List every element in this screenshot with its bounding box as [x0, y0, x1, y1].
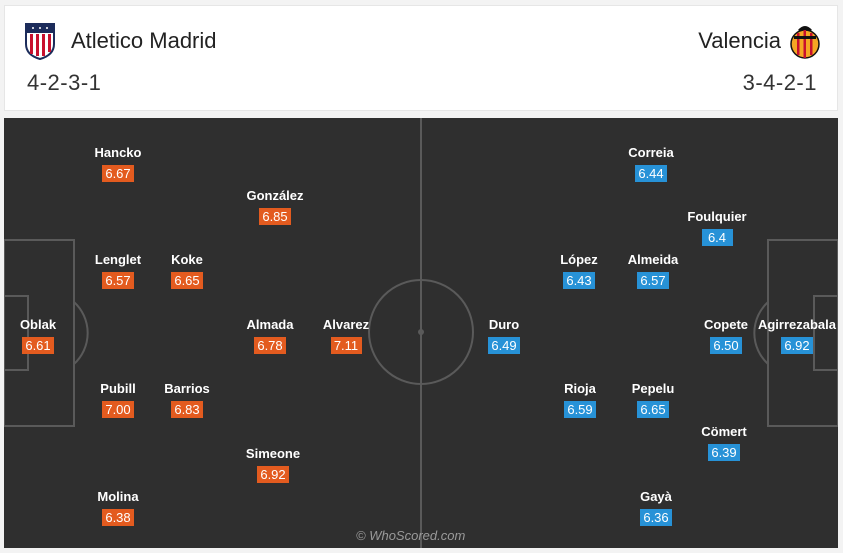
- player-rating: 7.11: [330, 337, 362, 354]
- player-name: Agirrezabala: [757, 317, 837, 332]
- player-name: Almeida: [627, 252, 679, 267]
- player-name: Cömert: [701, 424, 747, 439]
- player-home-10[interactable]: Simeone 6.92: [228, 445, 318, 483]
- player-home-5[interactable]: Molina 6.38: [73, 488, 163, 526]
- player-rating: 6.65: [171, 272, 203, 289]
- player-name: Simeone: [245, 446, 301, 461]
- player-away-10[interactable]: Rioja 6.59: [535, 380, 625, 418]
- player-name: Alvarez: [322, 317, 370, 332]
- player-name: Pepelu: [631, 381, 675, 396]
- player-rating: 6.61: [22, 337, 54, 354]
- valencia-crest-icon: [790, 26, 820, 59]
- player-away-3[interactable]: Copete 6.50: [681, 316, 771, 354]
- player-rating: 6.59: [564, 401, 596, 418]
- player-rating: 6.43: [563, 272, 595, 289]
- player-name: Rioja: [564, 381, 596, 396]
- player-home-6[interactable]: Koke 6.65: [142, 251, 232, 289]
- player-rating: 6.85: [259, 208, 291, 225]
- player-home-3[interactable]: Lenglet 6.57: [73, 251, 163, 289]
- player-home-2[interactable]: Hancko 6.67: [73, 144, 163, 182]
- atletico-crest-icon: [25, 23, 55, 60]
- player-away-2[interactable]: Foulquier 6.4: [672, 208, 762, 246]
- player-rating: 6.57: [637, 272, 669, 289]
- away-team-name[interactable]: Valencia: [698, 28, 781, 53]
- player-name: Almada: [246, 317, 294, 332]
- home-team-name[interactable]: Atletico Madrid: [71, 28, 217, 53]
- player-name: González: [246, 188, 304, 203]
- match-header: Atletico Madrid 4-2-3-1 Valencia 3-4-2-1: [4, 5, 838, 111]
- player-name: Foulquier: [687, 209, 747, 224]
- player-rating: 6.38: [102, 509, 134, 526]
- pitch: Oblak 6.61 Hancko 6.67 Lenglet 6.57 Pubi…: [4, 118, 838, 548]
- player-name: Copete: [703, 317, 749, 332]
- player-rating: 7.00: [102, 401, 134, 418]
- away-formation: 3-4-2-1: [742, 70, 817, 95]
- player-rating: 6.83: [171, 401, 203, 418]
- player-name: Barrios: [164, 381, 210, 396]
- player-rating: 6.65: [637, 401, 669, 418]
- player-away-1[interactable]: Agirrezabala 6.92: [752, 316, 838, 354]
- player-rating: 6.92: [257, 466, 289, 483]
- player-rating: 6.50: [710, 337, 742, 354]
- player-name: López: [560, 252, 598, 267]
- player-away-5[interactable]: Correia 6.44: [606, 144, 696, 182]
- player-home-7[interactable]: Barrios 6.83: [142, 380, 232, 418]
- player-name: Molina: [97, 489, 139, 504]
- player-rating: 6.92: [781, 337, 813, 354]
- player-home-9[interactable]: Almada 6.78: [225, 316, 315, 354]
- home-formation: 4-2-3-1: [27, 70, 102, 95]
- player-rating: 6.67: [102, 165, 134, 182]
- player-rating: 6.49: [488, 337, 520, 354]
- pitch-lines: [4, 118, 838, 548]
- player-away-4[interactable]: Cömert 6.39: [679, 423, 769, 461]
- player-away-7[interactable]: Pepelu 6.65: [608, 380, 698, 418]
- player-rating: 6.39: [708, 444, 740, 461]
- player-home-1[interactable]: Oblak 6.61: [4, 316, 83, 354]
- player-name: Oblak: [19, 317, 57, 332]
- player-name: Correia: [628, 145, 674, 160]
- player-away-11[interactable]: Duro 6.49: [459, 316, 549, 354]
- player-name: Duro: [488, 317, 520, 332]
- player-name: Gayà: [640, 489, 672, 504]
- player-home-11[interactable]: Alvarez 7.11: [301, 316, 391, 354]
- player-away-6[interactable]: Almeida 6.57: [608, 251, 698, 289]
- whoscored-watermark: © WhoScored.com: [356, 528, 466, 543]
- player-name: Lenglet: [94, 252, 142, 267]
- player-name: Pubill: [100, 381, 136, 396]
- player-name: Koke: [171, 252, 203, 267]
- player-home-4[interactable]: Pubill 7.00: [73, 380, 163, 418]
- player-away-9[interactable]: López 6.43: [534, 251, 624, 289]
- player-rating: 6.44: [635, 165, 667, 182]
- player-away-8[interactable]: Gayà 6.36: [611, 488, 701, 526]
- player-rating: 6.78: [254, 337, 286, 354]
- player-name: Hancko: [94, 145, 142, 160]
- player-home-8[interactable]: González 6.85: [230, 187, 320, 225]
- player-rating: 6.4: [701, 229, 733, 246]
- player-rating: 6.36: [640, 509, 672, 526]
- player-rating: 6.57: [102, 272, 134, 289]
